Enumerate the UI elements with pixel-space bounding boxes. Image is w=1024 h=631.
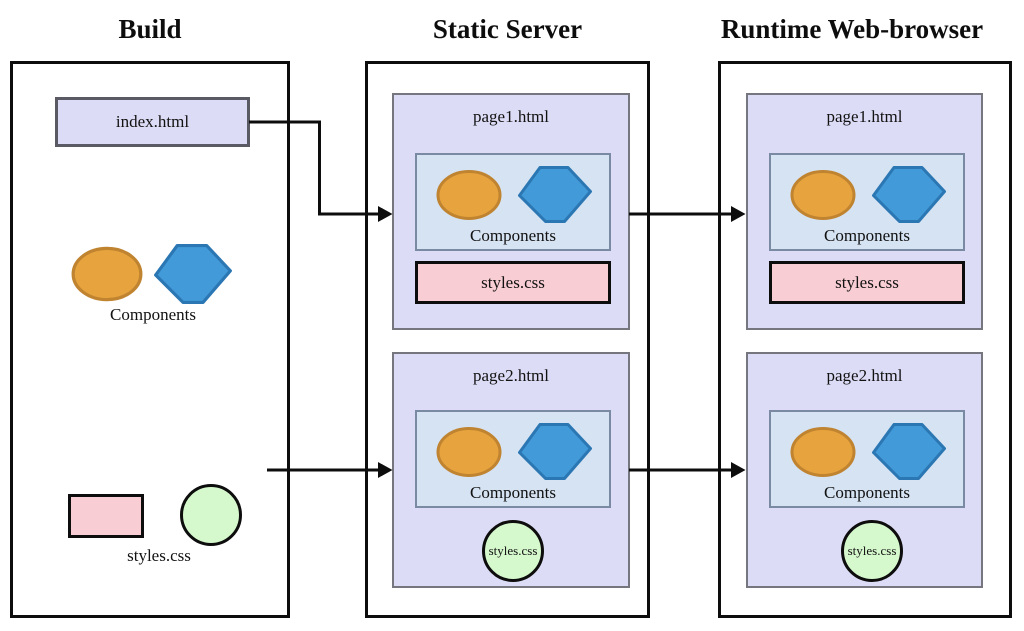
component-hexagon-icon [154, 244, 232, 304]
static-page1-components-label: Components [470, 226, 556, 245]
component-hexagon-icon [518, 166, 592, 223]
static-page1-styles-label: styles.css [481, 272, 545, 292]
component-ellipse-icon [436, 426, 502, 478]
static-page2-styles-label: styles.css [488, 543, 538, 558]
runtime-page1-styles-bar: styles.css [769, 261, 965, 304]
runtime-page2-title: page2.html [826, 366, 903, 385]
build-styles-label: styles.css [127, 546, 191, 565]
static-page2-styles-circle: styles.css [482, 520, 544, 582]
runtime-page2-styles-label: styles.css [847, 543, 897, 558]
static-server-column-title: Static Server [432, 14, 583, 44]
component-ellipse-icon [436, 169, 502, 221]
stylesheet-rect-icon [68, 494, 144, 538]
build-components-label: Components [110, 305, 196, 324]
stylesheet-circle-icon [180, 484, 242, 546]
runtime-page2-styles-circle: styles.css [841, 520, 903, 582]
build-column-title: Build [118, 14, 182, 44]
component-ellipse-icon [790, 426, 856, 478]
static-page2-title: page2.html [472, 366, 549, 385]
build-box: index.html Components styles.css [10, 61, 290, 618]
component-hexagon-icon [518, 423, 592, 480]
component-ellipse-icon [790, 169, 856, 221]
static-page1-styles-bar: styles.css [415, 261, 611, 304]
component-ellipse-icon [71, 246, 143, 302]
runtime-page2-card: page2.html Components styles.css [746, 352, 983, 588]
runtime-page1-components-box: Components [769, 153, 965, 251]
static-page2-components-box: Components [415, 410, 611, 508]
runtime-browser-column-title: Runtime Web-browser [720, 14, 984, 44]
static-page1-components-box: Components [415, 153, 611, 251]
static-page1-title: page1.html [472, 107, 549, 126]
static-page2-components-label: Components [470, 483, 556, 502]
runtime-page1-components-label: Components [824, 226, 910, 245]
runtime-page1-card: page1.html Components styles.css [746, 93, 983, 330]
runtime-page2-components-label: Components [824, 483, 910, 502]
static-page1-card: page1.html Components styles.css [392, 93, 630, 330]
static-page2-card: page2.html Components styles.css [392, 352, 630, 588]
component-hexagon-icon [872, 166, 946, 223]
index-html-label: index.html [115, 112, 190, 131]
runtime-page1-styles-label: styles.css [835, 272, 899, 292]
runtime-page2-components-box: Components [769, 410, 965, 508]
runtime-page1-title: page1.html [826, 107, 903, 126]
component-hexagon-icon [872, 423, 946, 480]
index-html-box: index.html [55, 97, 250, 147]
